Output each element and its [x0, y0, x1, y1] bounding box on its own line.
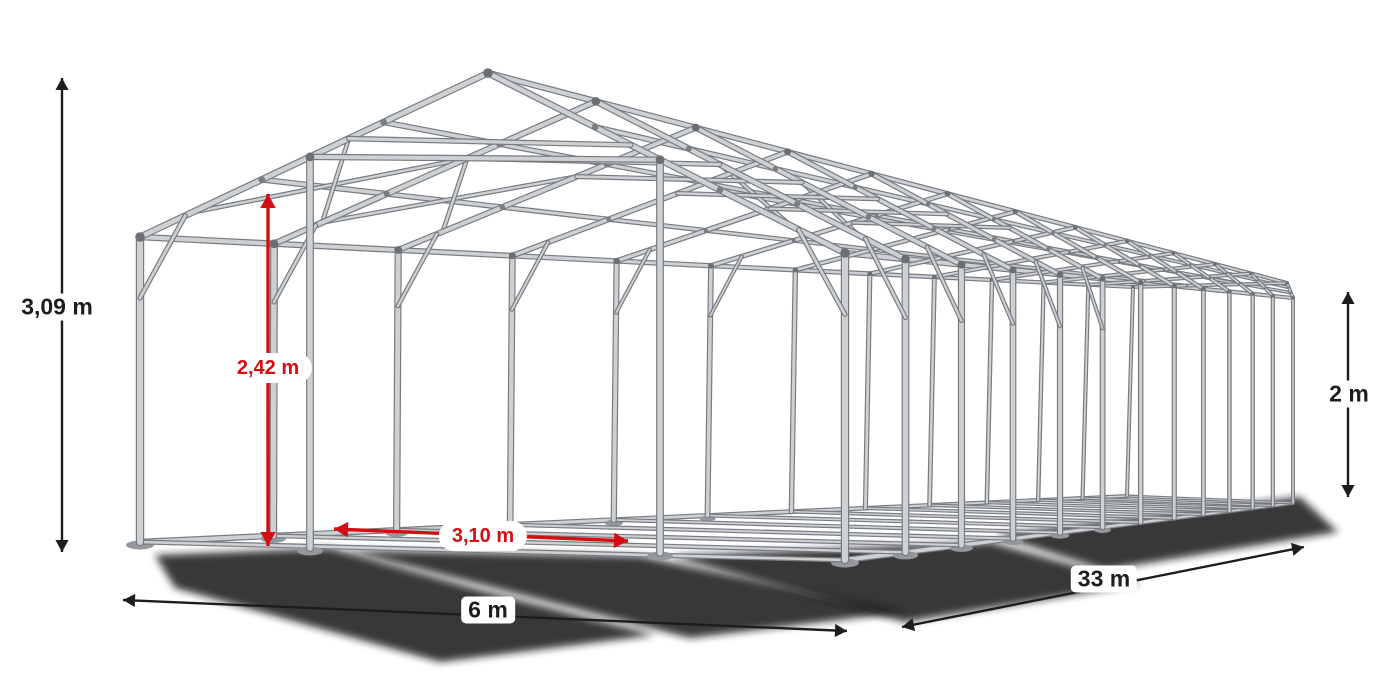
length-label: 33 m: [1070, 565, 1138, 593]
side-height-label: 2 m: [1322, 380, 1376, 408]
width-label: 6 m: [461, 596, 515, 624]
entrance-width-label: 3,10 m: [438, 521, 528, 551]
tent-frame: [126, 68, 1296, 568]
ridge-height-label: 3,09 m: [14, 293, 100, 321]
entrance-height-label: 2,42 m: [223, 353, 313, 383]
